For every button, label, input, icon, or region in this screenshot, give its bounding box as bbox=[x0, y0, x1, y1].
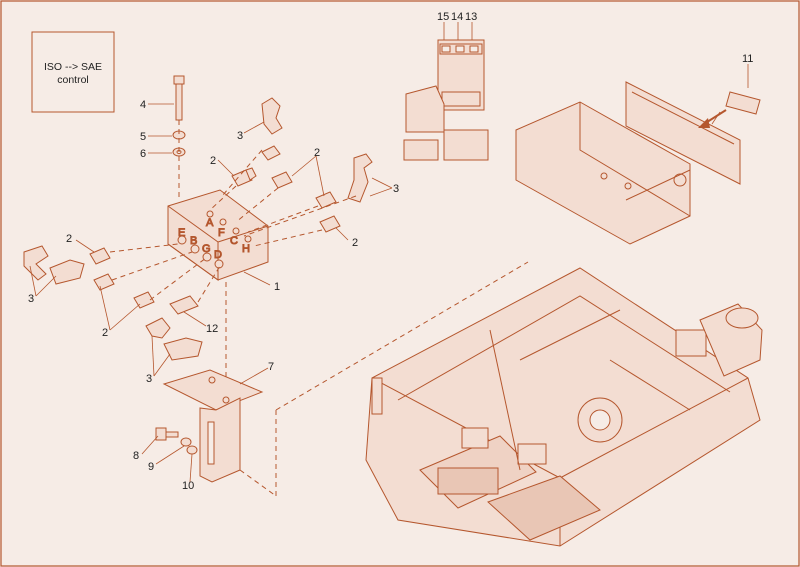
callout-10: 10 bbox=[182, 480, 194, 492]
callout-12: 12 bbox=[206, 323, 218, 335]
callout-2-lower: 2 bbox=[102, 327, 108, 339]
callout-2-right: 2 bbox=[352, 237, 358, 249]
elbow-fitting-left-2 bbox=[49, 259, 85, 285]
cover-housing bbox=[515, 101, 691, 245]
callout-8: 8 bbox=[133, 450, 139, 462]
svg-text:E: E bbox=[178, 227, 185, 239]
valve-block bbox=[167, 189, 269, 281]
callout-2-upper-left: 2 bbox=[210, 155, 216, 167]
svg-text:B: B bbox=[190, 235, 197, 247]
control-note-box: ISO --> SAE control bbox=[31, 31, 115, 113]
straight-fitting-6 bbox=[93, 273, 115, 291]
bolt-shank bbox=[175, 83, 183, 121]
svg-text:A: A bbox=[206, 217, 214, 229]
elbow-fitting-bottom-1 bbox=[145, 317, 171, 339]
callout-2-upper-right: 2 bbox=[314, 147, 320, 159]
bracket-screw bbox=[155, 427, 179, 441]
elbow-fitting-left-1 bbox=[23, 245, 49, 281]
straight-fitting-8 bbox=[169, 295, 199, 315]
callout-4: 4 bbox=[140, 99, 146, 111]
callout-11: 11 bbox=[742, 53, 753, 65]
valve-assembly: A E B G D F C H bbox=[23, 75, 373, 483]
arrow-indicator bbox=[698, 109, 727, 128]
callout-3-right: 3 bbox=[393, 183, 399, 195]
callout-3-lower: 3 bbox=[146, 373, 152, 385]
straight-fitting-7 bbox=[133, 291, 155, 309]
cover-plate bbox=[625, 81, 741, 185]
bolt-head bbox=[173, 75, 185, 85]
straight-fitting-5 bbox=[89, 247, 111, 265]
callout-leaders bbox=[29, 22, 749, 483]
callout-1: 1 bbox=[274, 281, 280, 293]
straight-fitting-2 bbox=[271, 171, 293, 189]
control-note-line2: control bbox=[57, 74, 89, 86]
callout-6: 6 bbox=[140, 148, 146, 160]
mounting-bracket bbox=[162, 369, 264, 483]
callout-13: 13 bbox=[465, 11, 477, 23]
callout-3-left: 3 bbox=[28, 293, 34, 305]
elbow-fitting-right bbox=[347, 153, 373, 203]
svg-text:C: C bbox=[230, 235, 238, 247]
svg-text:H: H bbox=[242, 243, 250, 255]
callout-7: 7 bbox=[268, 361, 274, 373]
elbow-fitting-top bbox=[261, 97, 283, 161]
control-note-line1: ISO --> SAE bbox=[44, 61, 102, 73]
callout-labels: 4 5 6 3 2 2 3 2 2 3 1 2 12 3 7 8 9 10 15… bbox=[28, 11, 753, 492]
callout-3-top: 3 bbox=[237, 130, 243, 142]
svg-text:F: F bbox=[218, 227, 225, 239]
svg-text:D: D bbox=[214, 249, 222, 261]
callout-15: 15 bbox=[437, 11, 449, 23]
callout-5: 5 bbox=[140, 131, 146, 143]
callout-9: 9 bbox=[148, 461, 154, 473]
straight-fitting-1 bbox=[231, 167, 257, 187]
straight-fitting-3 bbox=[315, 191, 337, 209]
assembly-dashed-lines bbox=[109, 120, 549, 497]
svg-text:G: G bbox=[202, 243, 211, 255]
straight-fitting-4 bbox=[319, 215, 341, 233]
control-cover-part bbox=[403, 39, 489, 161]
elbow-fitting-bottom-2 bbox=[163, 337, 203, 361]
callout-2-left: 2 bbox=[66, 233, 72, 245]
bracket-washer-2 bbox=[186, 445, 198, 455]
label-decal bbox=[725, 91, 761, 115]
callout-14: 14 bbox=[451, 11, 463, 23]
bracket-washer-1 bbox=[180, 437, 192, 447]
chassis-frame bbox=[365, 267, 763, 547]
